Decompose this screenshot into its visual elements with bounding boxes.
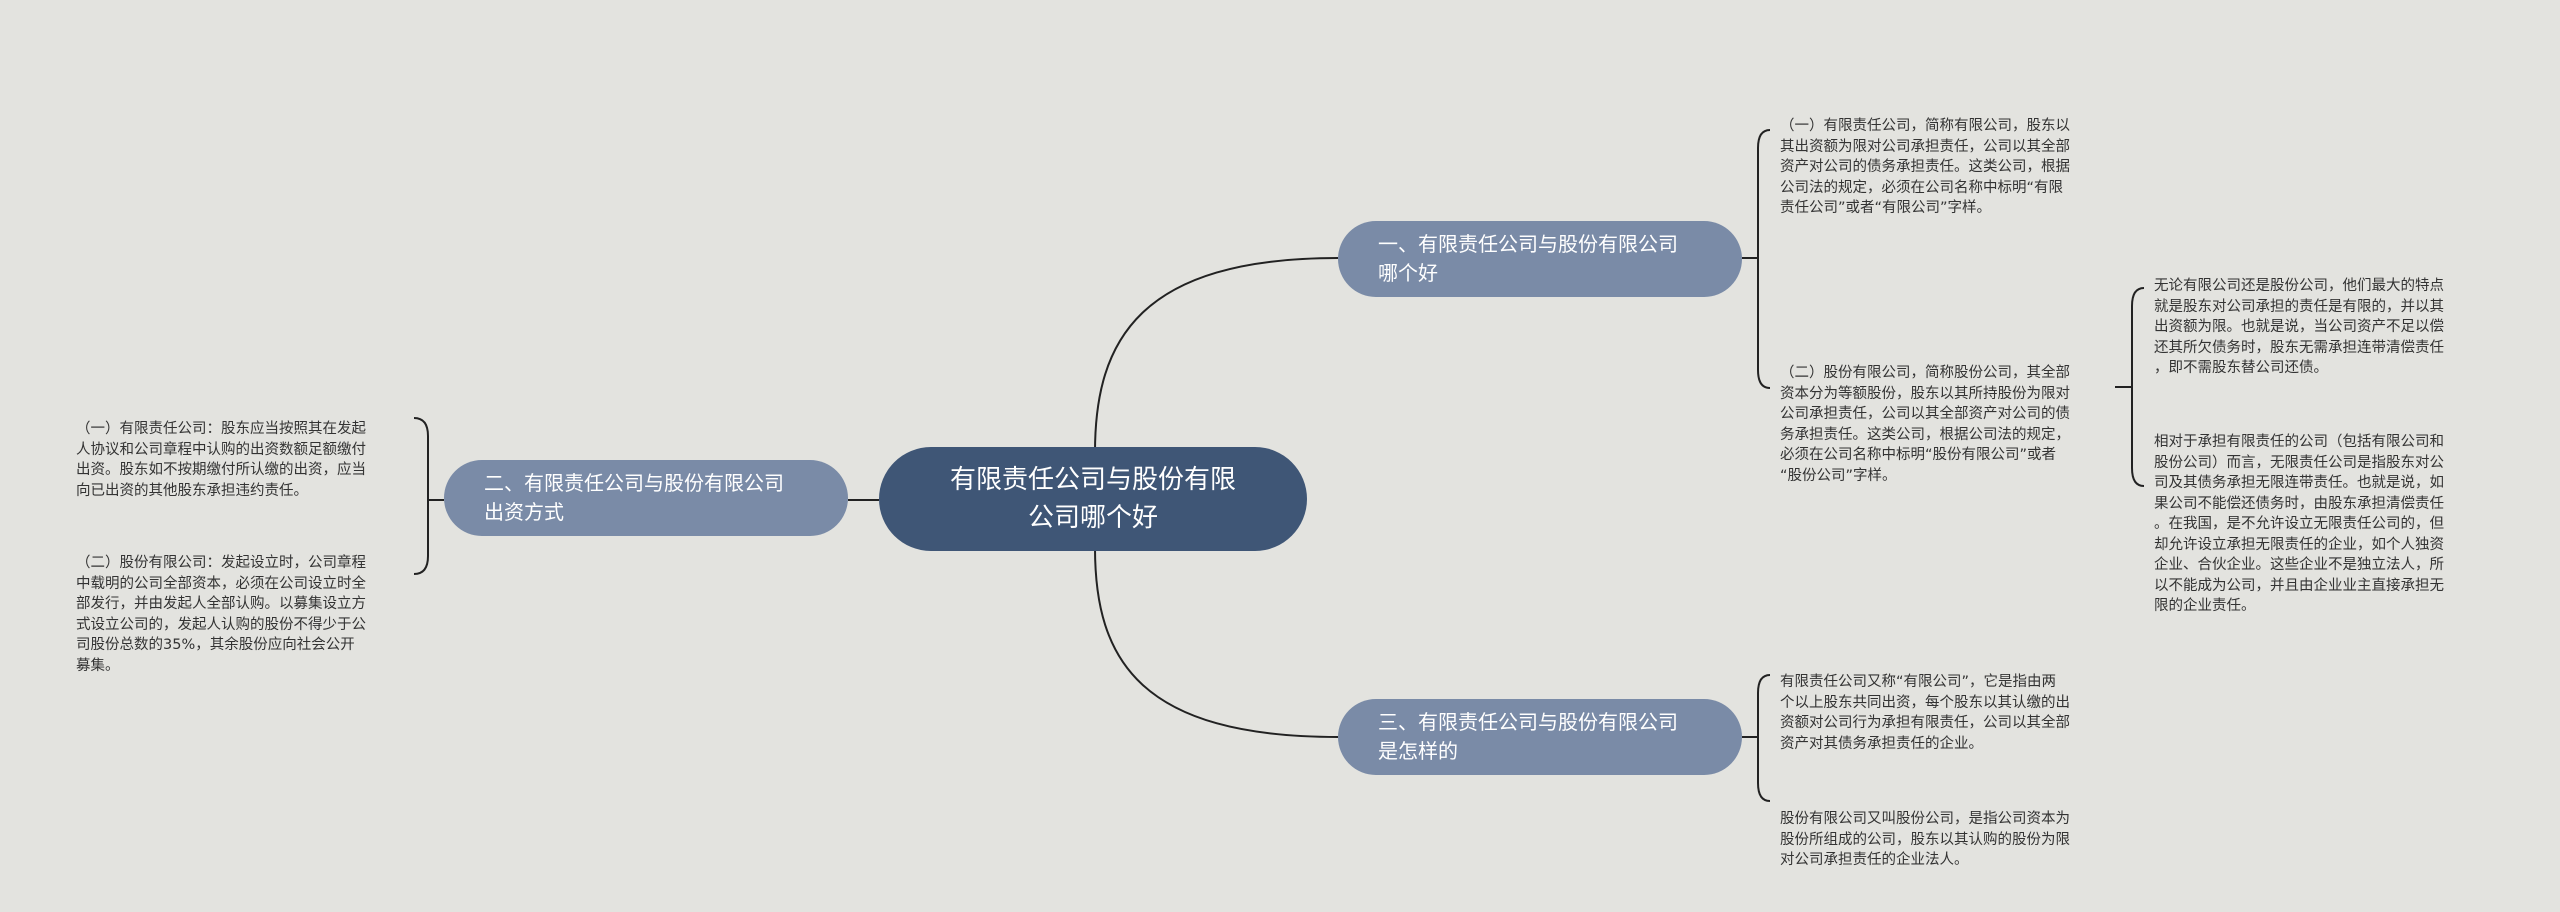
leaf-2-1-text: （一）有限责任公司：股东应当按照其在发起 人协议和公司章程中认购的出资数额足额缴… xyxy=(76,421,366,499)
branch-topic-3[interactable]: 三、有限责任公司与股份有限公司 是怎样的 xyxy=(1338,699,1742,775)
link-root-branch-1 xyxy=(1094,257,1339,453)
subleaf-1-2-1: 无论有限公司还是股份公司，他们最大的特点 就是股东对公司承担的责任是有限的，并以… xyxy=(2154,235,2444,420)
bracket-branch-3 xyxy=(1757,674,1771,802)
bracket-branch-1 xyxy=(1757,129,1771,389)
leaf-2-1: （一）有限责任公司：股东应当按照其在发起 人协议和公司章程中认购的出资数额足额缴… xyxy=(76,378,366,542)
root-topic[interactable]: 有限责任公司与股份有限 公司哪个好 xyxy=(879,447,1307,551)
subleaf-1-2-1-text: 无论有限公司还是股份公司，他们最大的特点 就是股东对公司承担的责任是有限的，并以… xyxy=(2154,278,2444,376)
leaf-2-2-text: （二）股份有限公司：发起设立时，公司章程 中载明的公司全部资本，必须在公司设立时… xyxy=(76,555,366,674)
branch-topic-2[interactable]: 二、有限责任公司与股份有限公司 出资方式 xyxy=(444,460,848,536)
leaf-1-1-text: （一）有限责任公司，简称有限公司，股东以 其出资额为限对公司承担责任，公司以其全… xyxy=(1780,118,2070,216)
link-root-branch-3 xyxy=(1094,547,1339,738)
subleaf-1-2-2: 相对于承担有限责任的公司（包括有限公司和 股份公司）而言，无限责任公司是指股东对… xyxy=(2154,391,2444,658)
branch-topic-1-text: 一、有限责任公司与股份有限公司 哪个好 xyxy=(1378,232,1678,285)
leaf-1-1: （一）有限责任公司，简称有限公司，股东以 其出资额为限对公司承担责任，公司以其全… xyxy=(1780,75,2070,260)
subleaf-1-2-2-text: 相对于承担有限责任的公司（包括有限公司和 股份公司）而言，无限责任公司是指股东对… xyxy=(2154,434,2444,614)
leaf-1-2-text: （二）股份有限公司，简称股份公司，其全部 资本分为等额股份，股东以其所持股份为限… xyxy=(1780,365,2070,484)
bracket-leaf-1-2 xyxy=(2131,287,2145,487)
leaf-3-1-text: 有限责任公司又称“有限公司”，它是指由两 个以上股东共同出资，每个股东以其认缴的… xyxy=(1780,674,2070,752)
leaf-3-2: 股份有限公司又叫股份公司，是指公司资本为 股份所组成的公司，股东以其认购的股份为… xyxy=(1780,768,2070,912)
branch-topic-1[interactable]: 一、有限责任公司与股份有限公司 哪个好 xyxy=(1338,221,1742,297)
leaf-1-2: （二）股份有限公司，简称股份公司，其全部 资本分为等额股份，股东以其所持股份为限… xyxy=(1780,322,2070,527)
leaf-2-2: （二）股份有限公司：发起设立时，公司章程 中载明的公司全部资本，必须在公司设立时… xyxy=(76,512,366,717)
root-topic-text: 有限责任公司与股份有限 公司哪个好 xyxy=(949,465,1236,533)
branch-topic-3-text: 三、有限责任公司与股份有限公司 是怎样的 xyxy=(1378,710,1678,763)
leaf-3-2-text: 股份有限公司又叫股份公司，是指公司资本为 股份所组成的公司，股东以其认购的股份为… xyxy=(1780,811,2070,868)
bracket-branch-2 xyxy=(413,417,429,575)
branch-topic-2-text: 二、有限责任公司与股份有限公司 出资方式 xyxy=(484,471,784,524)
leaf-3-1: 有限责任公司又称“有限公司”，它是指由两 个以上股东共同出资，每个股东以其认缴的… xyxy=(1780,631,2070,795)
